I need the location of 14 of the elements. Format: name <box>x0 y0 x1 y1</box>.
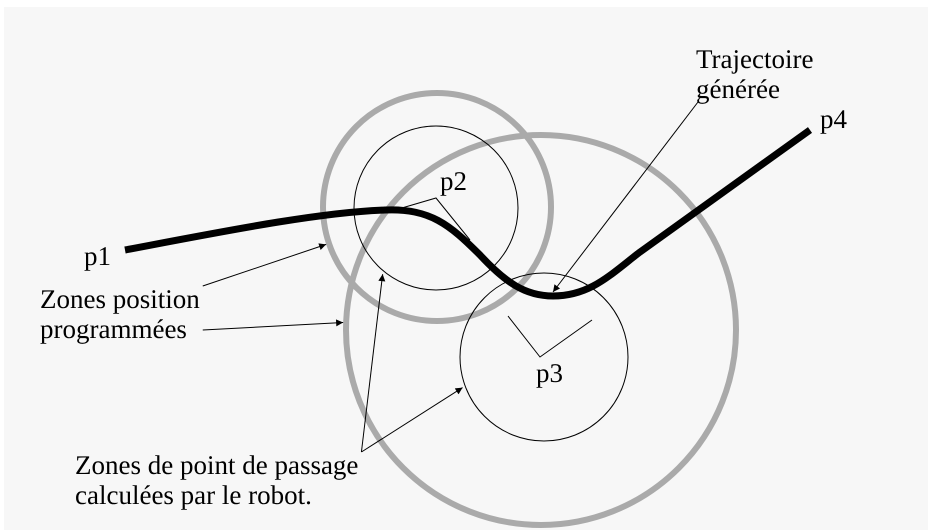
leader-arrow <box>360 274 386 452</box>
leader-arrow <box>552 102 698 292</box>
callout-text: Zones position programmées <box>40 284 201 344</box>
callout-text: Trajectoire générée <box>696 44 814 104</box>
leader-arrow <box>202 243 327 286</box>
leader-arrow <box>202 319 344 330</box>
callout-text: Zones de point de passage calculées par le robot. <box>75 450 360 510</box>
zone-circle <box>354 126 518 290</box>
point-label: p3 <box>536 358 563 388</box>
point-label: p1 <box>84 241 111 271</box>
leader-arrow <box>360 387 464 452</box>
point-label: p2 <box>440 166 467 196</box>
zone-circle <box>320 90 554 324</box>
point-label: p4 <box>820 104 847 134</box>
